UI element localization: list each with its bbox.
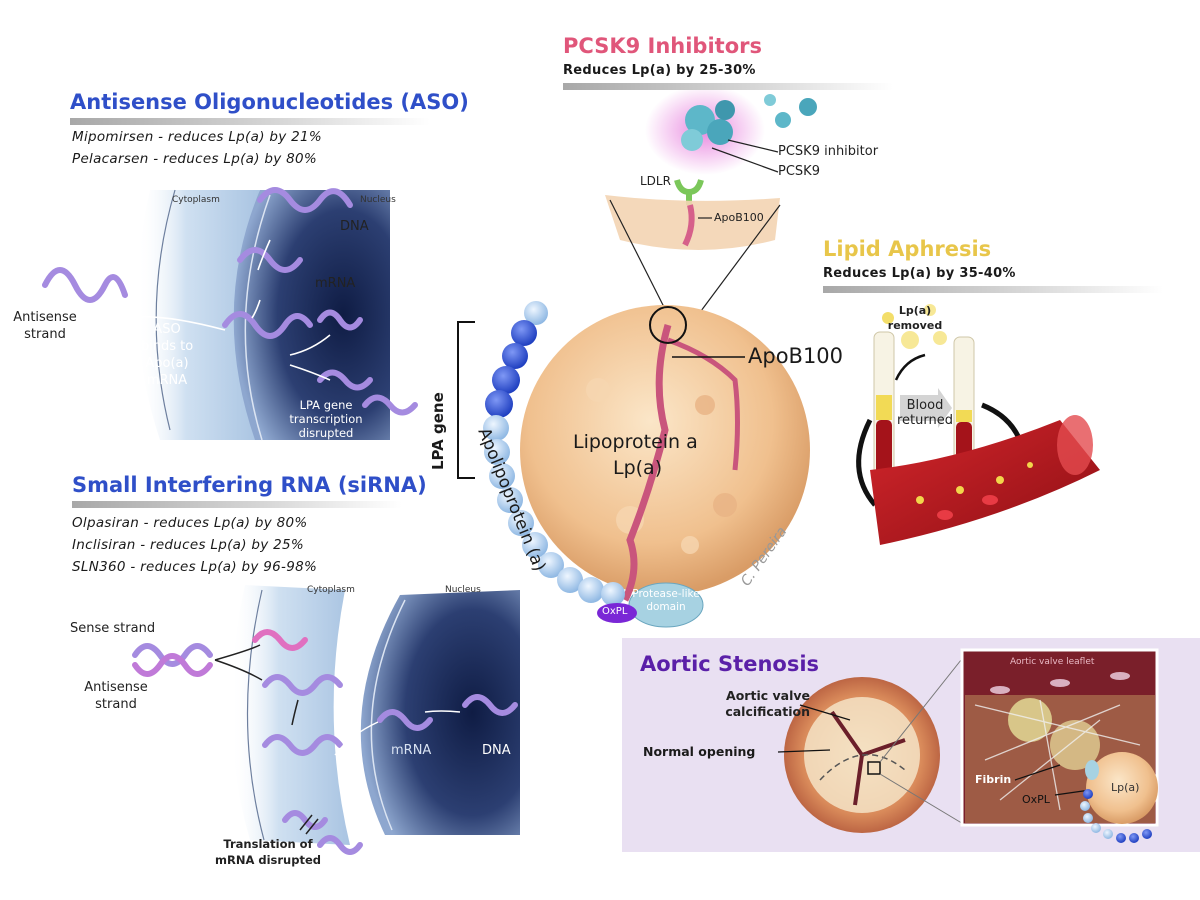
aortic-lpa-particle (1080, 752, 1158, 843)
apheresis-illustration (856, 304, 1100, 545)
sirna-title: Small Interfering RNA (siRNA) (72, 473, 427, 497)
aso-strands (42, 187, 418, 416)
aortic-fibrin-label: Fibrin (975, 773, 1012, 786)
pcsk9-subtitle: Reduces Lp(a) by 25-30% (563, 63, 756, 78)
sirna-translation-label: Translation of mRNA disrupted (214, 837, 321, 867)
protease-label: Protease-like domain (632, 588, 700, 613)
aortic-valve-illustration (777, 654, 966, 833)
oxpl-shape (597, 603, 637, 623)
sirna-cytoplasm-label: Cytoplasm (307, 585, 355, 595)
lipoprotein-label: Lipoprotein a (573, 431, 698, 453)
sirna-drug-3: SLN360 - reduces Lp(a) by 96-98% (72, 559, 318, 575)
lpa-gene-label: LPA gene (429, 392, 447, 470)
aso-dna-label: DNA (340, 219, 369, 234)
sirna-title-underline (72, 501, 402, 508)
lipid-removed-label: Lp(a) removed (887, 304, 943, 332)
pcsk9-inhibitor-label: PCSK9 inhibitor (778, 144, 879, 159)
lipid-title: Lipid Aphresis (823, 237, 992, 261)
aortic-oxpl-label: OxPL (1022, 793, 1050, 806)
aso-cytoplasm-region (137, 190, 260, 440)
oxpl-label: OxPL (602, 606, 628, 617)
sirna-cytoplasm-region (231, 585, 350, 845)
pcsk9-title: PCSK9 Inhibitors (563, 34, 762, 58)
sirna-drug-1: Olpasiran - reduces Lp(a) by 80% (72, 515, 308, 531)
sirna-drug-2: Inclisiran - reduces Lp(a) by 25% (72, 537, 305, 553)
lpa-gene-bracket (457, 321, 475, 479)
lipoprotein-body (520, 305, 810, 595)
sirna-cut-marks (299, 814, 319, 835)
aso-arrows (114, 239, 331, 381)
pcsk9-label: PCSK9 (778, 164, 820, 179)
aortic-title: Aortic Stenosis (640, 652, 820, 676)
ldlr-label: LDLR (640, 174, 671, 188)
pcsk9-illustration (645, 85, 817, 205)
aortic-lpa-label: Lp(a) (1111, 781, 1140, 794)
aortic-leaflet-label: Aortic valve leaflet (1010, 657, 1095, 667)
sirna-cell-illustration (231, 585, 520, 845)
lipid-subtitle: Reduces Lp(a) by 35-40% (823, 266, 1016, 281)
sirna-sense-label: Sense strand (70, 621, 156, 636)
membrane-zoom (605, 195, 781, 316)
apob-small-label: ApoB100 (714, 211, 764, 224)
zoom-circle (649, 306, 687, 344)
apob100-label: ApoB100 (748, 344, 844, 368)
aso-nucleus-region (233, 190, 390, 440)
apob100-chain (621, 324, 672, 602)
sirna-nucleus-arrows (334, 710, 461, 756)
lipoprotein-particle (520, 305, 810, 602)
aso-cell-illustration (137, 189, 390, 441)
sirna-arrows (214, 644, 299, 726)
aso-drug-2: Pelacarsen - reduces Lp(a) by 80% (72, 151, 318, 167)
sirna-nucleus-label: Nucleus (445, 585, 481, 595)
aortic-normal-label: Normal opening (643, 744, 756, 759)
lipid-returned-label: Blood returned (897, 398, 953, 428)
lipid-underline (823, 286, 1163, 293)
sirna-strands (132, 629, 518, 855)
aso-antisense-label: Antisense strand (13, 310, 77, 342)
aso-nucleus-label: Nucleus (360, 195, 396, 205)
aso-cytoplasm-label: Cytoplasm (172, 195, 220, 205)
pcsk9-underline (563, 83, 893, 90)
aso-disrupted-label: LPA gene transcription disrupted (289, 398, 363, 440)
aso-drug-1: Mipomirsen - reduces Lp(a) by 21% (72, 129, 323, 145)
aso-title-underline (70, 118, 430, 125)
sirna-dna-label: DNA (482, 743, 511, 758)
aso-title: Antisense Oligonucleotides (ASO) (70, 90, 469, 114)
aso-binds-label: ASO binds to Apo(a) mRNA (140, 322, 194, 388)
sirna-antisense-label: Antisense strand (84, 680, 148, 712)
sirna-nucleus-region (360, 590, 520, 835)
apolipoprotein-a-chain (483, 301, 704, 628)
sirna-mrna-label: mRNA (391, 743, 432, 758)
aortic-calcification-label: Aortic valve calcification (725, 688, 810, 719)
blood-vessel (870, 420, 1100, 545)
aso-mrna-label: mRNA (315, 276, 356, 291)
lpa-label: Lp(a) (613, 457, 663, 479)
